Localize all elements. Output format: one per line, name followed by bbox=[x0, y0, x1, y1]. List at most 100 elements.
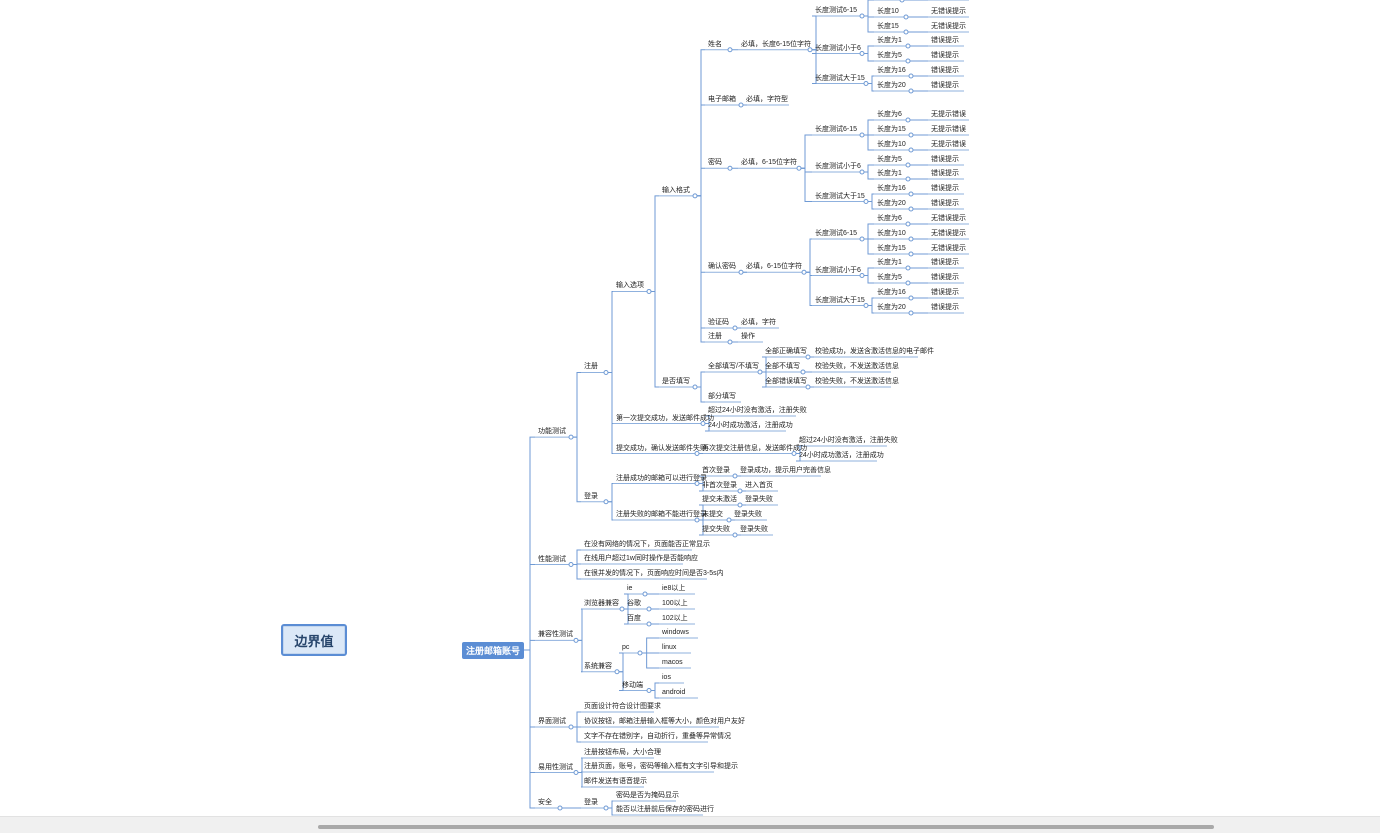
mindmap-topic[interactable]: 在线用户超过1w同时操作是否能响应 bbox=[584, 555, 698, 562]
mindmap-topic[interactable]: 全部错误填写 bbox=[765, 378, 807, 385]
mindmap-topic[interactable]: 是否填写 bbox=[662, 378, 690, 385]
mindmap-topic[interactable]: 校验失败，不发送激活信息 bbox=[815, 378, 899, 385]
mindmap-topic[interactable]: linux bbox=[662, 644, 677, 651]
mindmap-topic[interactable]: 长度测试小于6 bbox=[815, 266, 861, 274]
mindmap-topic[interactable]: 系统兼容 bbox=[584, 662, 612, 670]
mindmap-topic[interactable]: 长度测试大于15 bbox=[815, 192, 865, 200]
mindmap-topic[interactable]: 注册页面，账号，密码等输入框有文字引导和提示 bbox=[584, 763, 738, 770]
mindmap-topic[interactable]: 错误提示 bbox=[931, 200, 959, 207]
mindmap-topic[interactable]: 长度为5 bbox=[877, 52, 902, 59]
mindmap-topic[interactable]: 长度为16 bbox=[877, 185, 906, 192]
mindmap-topic[interactable]: 超过24小时没有激活，注册失败 bbox=[708, 407, 807, 414]
mindmap-topic[interactable]: 输入选项 bbox=[616, 282, 644, 290]
mindmap-topic[interactable]: 浏览器兼容 bbox=[584, 600, 619, 607]
mindmap-topic[interactable]: 提交未激活 bbox=[702, 496, 737, 503]
mindmap-topic[interactable]: 验证码 bbox=[708, 319, 729, 326]
mindmap-topic[interactable]: 姓名 bbox=[708, 40, 722, 48]
mindmap-topic[interactable]: 登录成功，提示用户完善信息 bbox=[740, 467, 831, 474]
horizontal-scrollbar[interactable] bbox=[0, 816, 1380, 833]
mindmap-topic[interactable]: 再次提交注册信息，发送邮件成功 bbox=[702, 444, 807, 452]
mindmap-topic[interactable]: 必填，6-15位字符 bbox=[746, 263, 803, 271]
mindmap-topic[interactable]: 操作 bbox=[741, 333, 755, 340]
mindmap-topic[interactable]: 文字不存在错别字，自动折行，重叠等异常情况 bbox=[584, 733, 731, 740]
root-topic[interactable]: 边界值 bbox=[281, 624, 347, 656]
mindmap-topic[interactable]: 百度 bbox=[627, 615, 641, 622]
mindmap-topic[interactable]: 必填，字符型 bbox=[746, 96, 788, 103]
mindmap-topic[interactable]: 密码 bbox=[708, 159, 722, 167]
mindmap-topic[interactable]: 长度10 bbox=[877, 8, 899, 15]
mindmap-topic[interactable]: 提交成功，确认发送邮件失败 bbox=[616, 444, 707, 452]
mindmap-topic[interactable]: 登录失败 bbox=[745, 496, 773, 503]
mindmap-topic[interactable]: 确认密码 bbox=[708, 263, 736, 271]
mindmap-topic[interactable]: 错误提示 bbox=[931, 259, 959, 266]
mindmap-topic[interactable]: 全部正确填写 bbox=[765, 348, 807, 355]
mindmap-topic[interactable]: ios bbox=[662, 674, 671, 681]
mindmap-topic[interactable]: 性能测试 bbox=[538, 555, 566, 563]
mindmap-topic[interactable]: 长度测试小于6 bbox=[815, 44, 861, 52]
mindmap-topic[interactable]: 错误提示 bbox=[931, 52, 959, 59]
mindmap-topic[interactable]: 长度为16 bbox=[877, 289, 906, 296]
mindmap-topic[interactable]: 易用性测试 bbox=[538, 763, 573, 771]
mindmap-topic[interactable]: 错误提示 bbox=[931, 37, 959, 44]
mindmap-topic[interactable]: 长度为10 bbox=[877, 141, 906, 148]
mindmap-topic[interactable]: ie bbox=[627, 585, 633, 592]
mindmap-topic[interactable]: 长度测试小于6 bbox=[815, 163, 861, 170]
central-topic[interactable]: 注册邮箱账号 bbox=[462, 642, 524, 659]
mindmap-topic[interactable]: 校验成功，发送含激活信息的电子邮件 bbox=[815, 348, 934, 355]
mindmap-topic[interactable]: 未提交 bbox=[702, 511, 723, 518]
mindmap-topic[interactable]: 部分填写 bbox=[708, 393, 736, 400]
mindmap-topic[interactable]: 全部不填写 bbox=[765, 363, 800, 370]
mindmap-topic[interactable]: windows bbox=[662, 629, 689, 636]
mindmap-topic[interactable]: 长度为16 bbox=[877, 67, 906, 74]
mindmap-topic[interactable]: 长度为20 bbox=[877, 200, 906, 207]
mindmap-topic[interactable]: 长度为1 bbox=[877, 37, 902, 44]
mindmap-topic[interactable]: 协议按钮，邮箱注册输入框等大小，颜色对用户友好 bbox=[584, 718, 745, 725]
mindmap-topic[interactable]: 电子邮箱 bbox=[708, 96, 736, 103]
mindmap-topic[interactable]: 长度为5 bbox=[877, 274, 902, 281]
mindmap-topic[interactable]: 邮件发送有语音提示 bbox=[584, 778, 647, 785]
mindmap-topic[interactable]: 错误提示 bbox=[931, 156, 959, 163]
mindmap-topic[interactable]: 错误提示 bbox=[931, 289, 959, 296]
mindmap-topic[interactable]: 注册按钮布局，大小合理 bbox=[584, 749, 661, 756]
mindmap-topic[interactable]: 密码是否为掩码显示 bbox=[616, 792, 679, 799]
mindmap-topic[interactable]: 第一次提交成功，发送邮件成功 bbox=[616, 414, 714, 422]
mindmap-topic[interactable]: 无错误提示 bbox=[931, 245, 966, 252]
mindmap-topic[interactable]: 长度为20 bbox=[877, 82, 906, 89]
mindmap-topic[interactable]: 安全 bbox=[538, 799, 552, 806]
mindmap-topic[interactable]: 长度为15 bbox=[877, 245, 906, 252]
mindmap-topic[interactable]: 长度测试6-15 bbox=[815, 230, 858, 237]
mindmap-topic[interactable]: 错误提示 bbox=[931, 274, 959, 281]
mindmap-topic[interactable]: 错误提示 bbox=[931, 82, 959, 89]
mindmap-topic[interactable]: 登录失败 bbox=[734, 511, 762, 518]
mindmap-topic[interactable]: 100以上 bbox=[662, 600, 688, 607]
mindmap-topic[interactable]: 校验失败，不发送激活信息 bbox=[815, 363, 899, 370]
mindmap-topic[interactable]: 必填，字符 bbox=[741, 319, 776, 326]
mindmap-topic[interactable]: 无提示错误 bbox=[931, 141, 966, 148]
mindmap-topic[interactable]: 兼容性测试 bbox=[538, 631, 573, 639]
mindmap-topic[interactable]: 长度为20 bbox=[877, 304, 906, 311]
mindmap-topic[interactable]: 错误提示 bbox=[931, 185, 959, 192]
mindmap-topic[interactable]: 无提示错误 bbox=[931, 126, 966, 133]
mindmap-topic[interactable]: 注册 bbox=[708, 333, 722, 340]
mindmap-topic[interactable]: 在没有网络的情况下，页面能否正常显示 bbox=[584, 541, 710, 548]
mindmap-topic[interactable]: 长度为1 bbox=[877, 259, 902, 266]
mindmap-topic[interactable]: pc bbox=[622, 644, 630, 651]
mindmap-topic[interactable]: ie8以上 bbox=[662, 585, 686, 592]
mindmap-topic[interactable]: 提交失败 bbox=[702, 526, 730, 533]
mindmap-topic[interactable]: 无提示错误 bbox=[931, 111, 966, 118]
mindmap-topic[interactable]: 24小时成功激活，注册成功 bbox=[799, 452, 884, 459]
mindmap-topic[interactable]: 非首次登录 bbox=[702, 482, 737, 489]
mindmap-topic[interactable]: 注册失败的邮箱不能进行登录 bbox=[616, 511, 707, 518]
mindmap-topic[interactable]: 长度测试大于15 bbox=[815, 296, 865, 304]
mindmap-topic[interactable]: 长度测试6-15 bbox=[815, 126, 858, 133]
mindmap-topic[interactable]: 登录失败 bbox=[740, 526, 768, 533]
mindmap-topic[interactable]: 登录 bbox=[584, 492, 598, 500]
mindmap-topic[interactable]: 长度为6 bbox=[877, 111, 902, 118]
mindmap-topic[interactable]: 无错误提示 bbox=[931, 230, 966, 237]
mindmap-topic[interactable]: 登录 bbox=[584, 799, 598, 806]
scrollbar-thumb[interactable] bbox=[318, 825, 1214, 829]
mindmap-topic[interactable]: 功能测试 bbox=[538, 428, 566, 436]
mindmap-topic[interactable]: 24小时成功激活，注册成功 bbox=[708, 422, 793, 429]
mindmap-topic[interactable]: 必填，6-15位字符 bbox=[741, 159, 798, 167]
mindmap-topic[interactable]: 界面测试 bbox=[538, 718, 566, 725]
